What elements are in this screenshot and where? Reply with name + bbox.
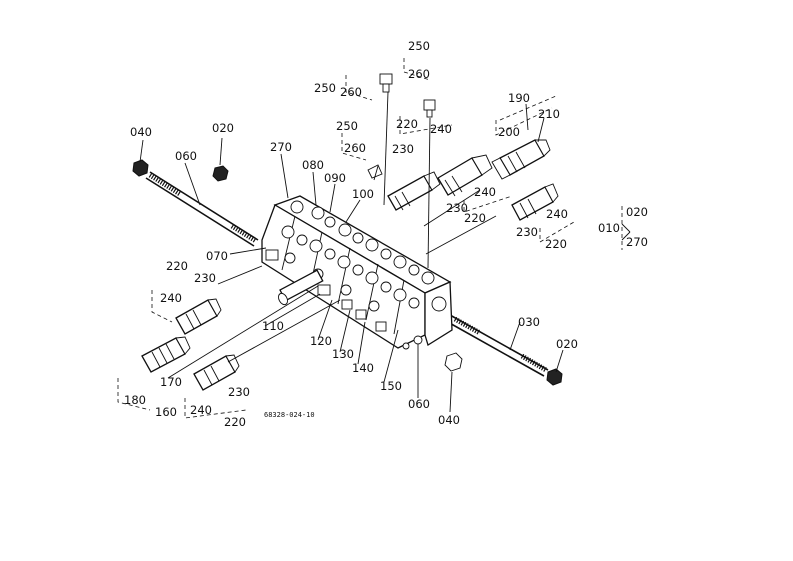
label-220-a: 220 bbox=[396, 117, 418, 131]
relief-cartridge-upper-2 bbox=[437, 154, 493, 197]
plug-260-left bbox=[367, 164, 383, 179]
label-260-a: 260 bbox=[408, 67, 430, 81]
label-240-c: 240 bbox=[546, 207, 568, 221]
label-030: 030 bbox=[518, 315, 540, 329]
label-170: 170 bbox=[160, 375, 182, 389]
label-020-top: 020 bbox=[212, 121, 234, 135]
label-020-legend: 020 bbox=[626, 205, 648, 219]
label-040-bottom: 040 bbox=[438, 413, 460, 427]
label-240-d: 240 bbox=[160, 291, 182, 305]
group-brackets bbox=[117, 58, 623, 419]
label-090: 090 bbox=[324, 171, 346, 185]
relief-cartridge-200-210 bbox=[491, 139, 551, 180]
label-060-bottom: 060 bbox=[408, 397, 430, 411]
label-250-a: 250 bbox=[408, 39, 430, 53]
label-240-a: 240 bbox=[430, 122, 452, 136]
label-100: 100 bbox=[352, 187, 374, 201]
label-060-rod: 060 bbox=[175, 149, 197, 163]
leader-lines bbox=[139, 91, 564, 413]
plug-250-top bbox=[379, 73, 393, 93]
label-080: 080 bbox=[302, 158, 324, 172]
label-220-b: 220 bbox=[464, 211, 486, 225]
relief-cartridge-left-upper bbox=[175, 298, 222, 335]
label-020-right: 020 bbox=[556, 337, 578, 351]
relief-cartridge-upper-1 bbox=[387, 171, 441, 211]
label-110: 110 bbox=[262, 319, 284, 333]
label-220-e: 220 bbox=[224, 415, 246, 429]
legend-brace bbox=[621, 223, 631, 241]
label-160: 160 bbox=[155, 405, 177, 419]
tie-rod-030 bbox=[445, 314, 549, 377]
label-240-e: 240 bbox=[190, 403, 212, 417]
label-190: 190 bbox=[508, 91, 530, 105]
label-180: 180 bbox=[124, 393, 146, 407]
label-140: 140 bbox=[352, 361, 374, 375]
relief-cartridge-left-lower bbox=[193, 354, 240, 391]
label-250-b: 250 bbox=[314, 81, 336, 95]
relief-cartridge-right bbox=[511, 183, 559, 221]
label-270: 270 bbox=[270, 140, 292, 154]
label-150: 150 bbox=[380, 379, 402, 393]
label-210: 210 bbox=[538, 107, 560, 121]
label-220-c: 220 bbox=[545, 237, 567, 251]
label-260-b: 260 bbox=[340, 85, 362, 99]
label-270-legend: 270 bbox=[626, 235, 648, 249]
tie-rod-060 bbox=[145, 171, 259, 247]
label-200: 200 bbox=[498, 125, 520, 139]
label-220-d: 220 bbox=[166, 259, 188, 273]
label-230-b: 230 bbox=[446, 201, 468, 215]
label-070: 070 bbox=[206, 249, 228, 263]
label-120: 120 bbox=[310, 334, 332, 348]
label-230-e: 230 bbox=[228, 385, 250, 399]
label-240-b: 240 bbox=[474, 185, 496, 199]
diagram-ref-code: 68328-024-10 bbox=[264, 411, 315, 419]
nut-040-left bbox=[132, 159, 149, 177]
nut-040-bottom bbox=[444, 352, 463, 372]
label-250-c: 250 bbox=[336, 119, 358, 133]
label-260-c: 260 bbox=[344, 141, 366, 155]
label-130: 130 bbox=[332, 347, 354, 361]
label-230-c: 230 bbox=[516, 225, 538, 239]
part-labels: 010 020 270 020 020 030 040 040 060 060 … bbox=[124, 39, 648, 429]
nut-020-right bbox=[546, 368, 563, 386]
label-230-a: 230 bbox=[392, 142, 414, 156]
valve-body-assembly bbox=[261, 195, 453, 350]
label-230-d: 230 bbox=[194, 271, 216, 285]
label-040-left: 040 bbox=[130, 125, 152, 139]
label-010: 010 bbox=[598, 221, 620, 235]
washer-020-top bbox=[212, 165, 229, 182]
spool-110 bbox=[278, 269, 324, 306]
plug-250-middle bbox=[423, 99, 436, 118]
relief-cartridge-160 bbox=[141, 336, 191, 373]
